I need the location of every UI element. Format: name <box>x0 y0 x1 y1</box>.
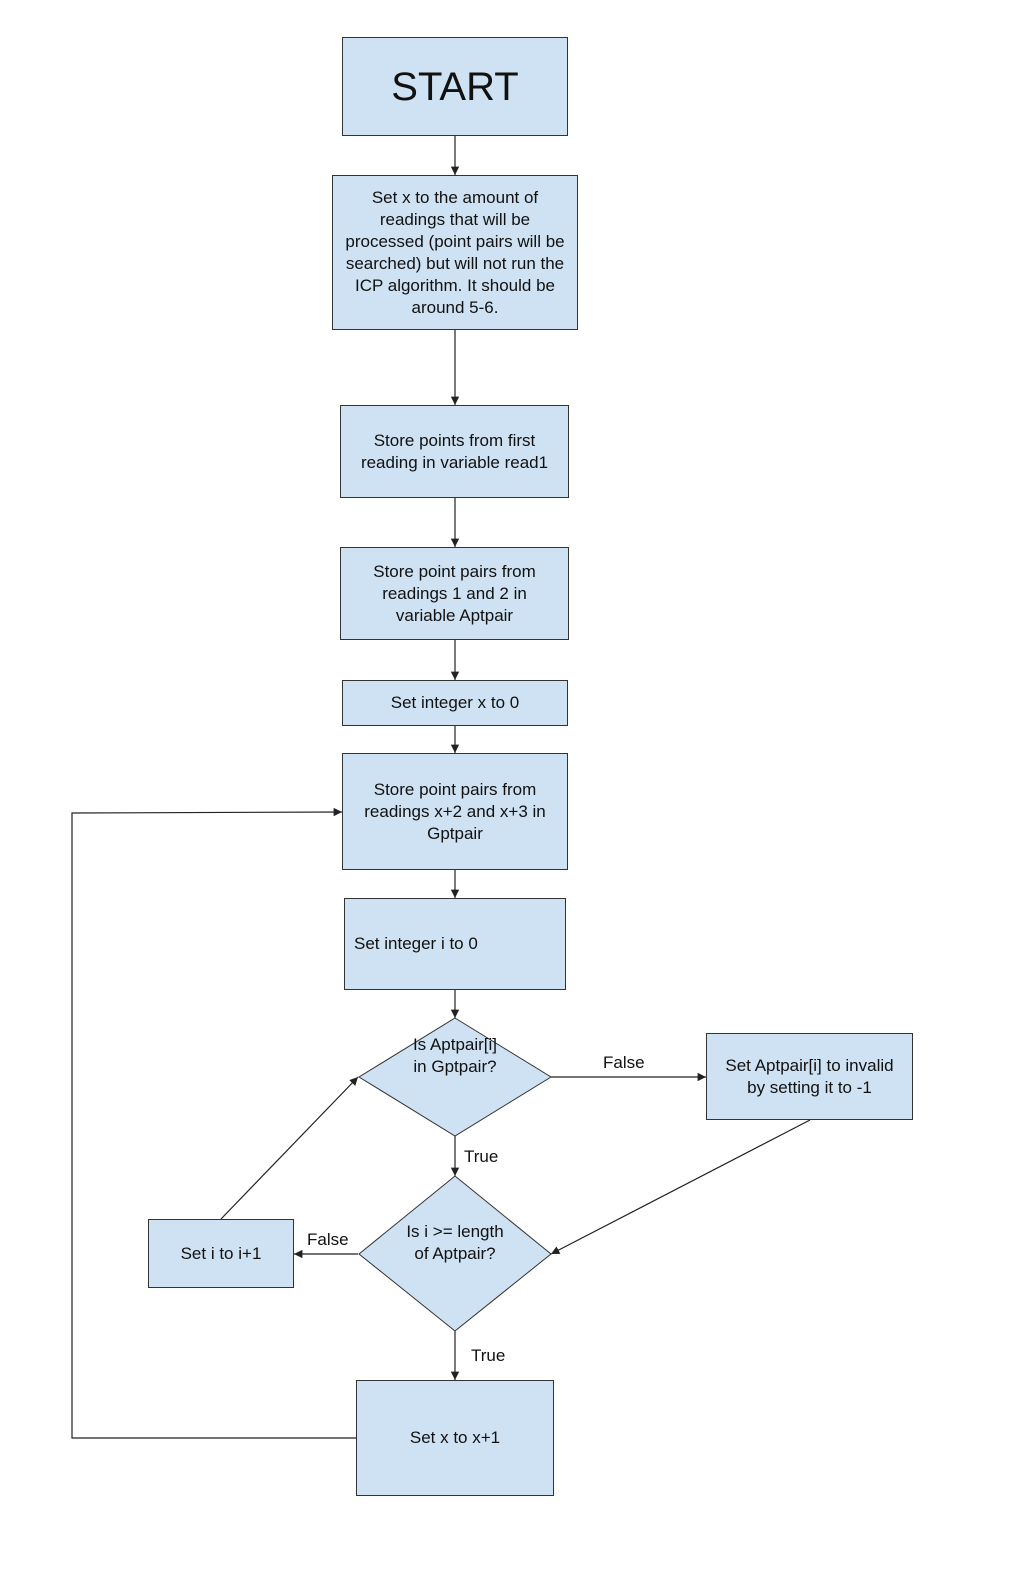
arrow-invalid-to-decision2 <box>550 1119 811 1255</box>
store-aptpair-label: Store point pairs from readings 1 and 2 … <box>373 561 536 625</box>
edge-label-true-down-1: True <box>464 1147 499 1166</box>
decision-in-gptpair-text: Is Aptpair[i] in Gptpair? <box>412 1035 498 1076</box>
store-gptpair-node: Store point pairs from readings x+2 and … <box>342 753 568 870</box>
arrow-i-inc-to-decision1 <box>220 1076 359 1220</box>
arrow-x-inc-loop-to-gptpair <box>71 807 357 1439</box>
decision-diamond-length <box>358 1175 552 1332</box>
edge-label-false-right: False <box>603 1053 645 1072</box>
store-aptpair-node: Store point pairs from readings 1 and 2 … <box>340 547 569 640</box>
store-read1-node: Store points from first reading in varia… <box>340 405 569 498</box>
set-i-zero-label: Set integer i to 0 <box>354 934 478 953</box>
decision-diamond-in-gptpair <box>358 1017 552 1137</box>
set-x-inc-node: Set x to x+1 <box>356 1380 554 1496</box>
set-invalid-label: Set Aptpair[i] to invalid by setting it … <box>725 1055 894 1097</box>
set-i-inc-node: Set i to i+1 <box>148 1219 294 1288</box>
set-x-amount-node: Set x to the amount of readings that wil… <box>332 175 578 330</box>
start-label: START <box>391 64 519 109</box>
decision-length-text: Is i >= length of Aptpair? <box>406 1222 504 1263</box>
store-gptpair-label: Store point pairs from readings x+2 and … <box>364 779 546 843</box>
set-i-zero-node: Set integer i to 0 <box>344 898 566 990</box>
start-node: START <box>342 37 568 136</box>
set-i-inc-label: Set i to i+1 <box>180 1243 262 1263</box>
store-read1-label: Store points from first reading in varia… <box>360 430 549 472</box>
set-x-amount-label: Set x to the amount of readings that wil… <box>345 187 565 317</box>
edge-label-false-left: False <box>307 1230 349 1249</box>
set-invalid-node: Set Aptpair[i] to invalid by setting it … <box>706 1033 913 1120</box>
edge-label-true-down-2: True <box>471 1346 506 1365</box>
set-x-zero-node: Set integer x to 0 <box>342 680 568 726</box>
set-x-zero-label: Set integer x to 0 <box>390 693 520 712</box>
set-x-inc-label: Set x to x+1 <box>409 1428 501 1447</box>
